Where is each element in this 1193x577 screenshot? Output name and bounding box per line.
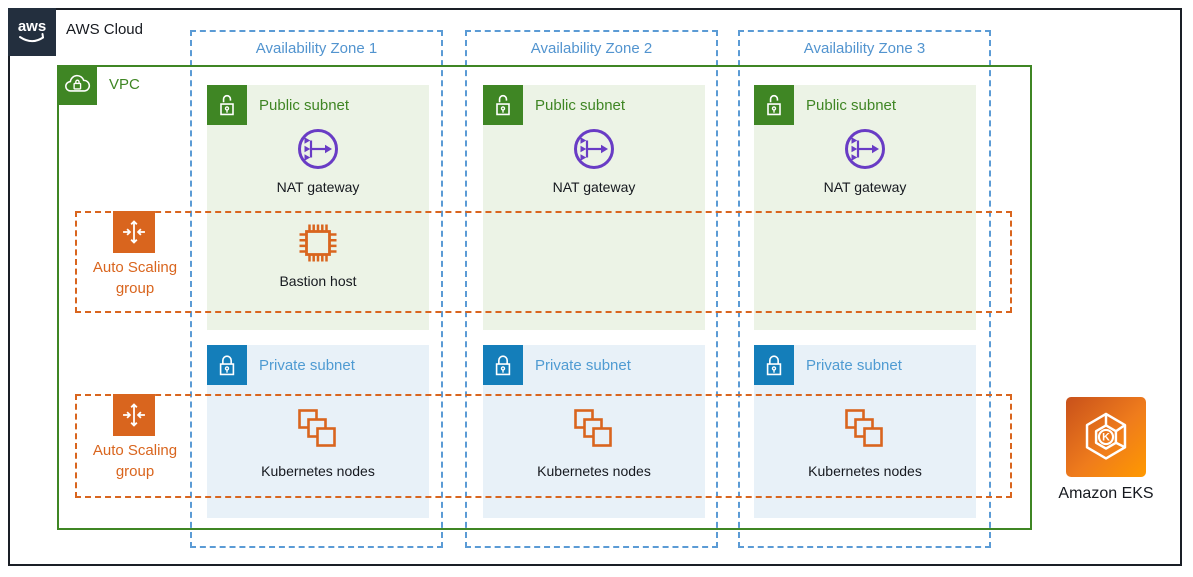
private-subnet-az3: Private subnet Kubernetes nodes	[754, 345, 976, 518]
asg2-label-line2: group	[115, 463, 155, 480]
auto-scaling-group-1-label: Auto Scaling group	[70, 257, 200, 299]
public-subnet-label: Public subnet	[259, 96, 350, 114]
private-subnet-label: Private subnet	[259, 356, 355, 374]
bastion-host-icon	[299, 224, 337, 262]
kubernetes-nodes-icon	[845, 409, 883, 447]
availability-zone-3: Availability Zone 3	[738, 30, 991, 548]
kubernetes-nodes-caption: Kubernetes nodes	[261, 463, 375, 479]
private-subnet-label: Private subnet	[535, 356, 631, 374]
availability-zone-1: Availability Zone 1	[190, 30, 443, 548]
private-subnet-az1: Private subnet Kubernetes nodes	[207, 345, 429, 518]
asg1-label-line2: group	[115, 280, 155, 297]
kubernetes-nodes-az2: Kubernetes nodes	[483, 405, 705, 479]
aws-logo-icon: aws	[8, 8, 56, 56]
public-subnet-label: Public subnet	[806, 96, 897, 114]
svg-text:aws: aws	[18, 18, 46, 35]
svg-text:K: K	[1102, 432, 1110, 444]
nat-gateway-caption: NAT gateway	[823, 179, 907, 195]
public-subnet-label: Public subnet	[535, 96, 626, 114]
nat-gateway-az1: NAT gateway	[207, 125, 429, 195]
auto-scaling-icon	[113, 394, 155, 436]
amazon-eks: K Amazon EKS	[1058, 397, 1154, 503]
kubernetes-nodes-az1: Kubernetes nodes	[207, 405, 429, 479]
vpc-box	[57, 65, 1032, 530]
nat-gateway-az2: NAT gateway	[483, 125, 705, 195]
auto-scaling-group-2-label: Auto Scaling group	[70, 440, 200, 482]
bastion-host: Bastion host	[207, 219, 429, 289]
private-subnet-az2: Private subnet Kubernetes nodes	[483, 345, 705, 518]
kubernetes-nodes-icon	[298, 409, 336, 447]
lock-open-icon	[207, 85, 247, 125]
auto-scaling-group-2-box	[75, 394, 1012, 498]
public-subnet-az2: Public subnet NAT gateway	[483, 85, 705, 330]
nat-gateway-caption: NAT gateway	[552, 179, 636, 195]
public-subnet-az1: Public subnet NAT gateway	[207, 85, 429, 330]
nat-gateway-az3: NAT gateway	[754, 125, 976, 195]
kubernetes-nodes-az3: Kubernetes nodes	[754, 405, 976, 479]
availability-zone-2: Availability Zone 2	[465, 30, 718, 548]
asg1-label-line1: Auto Scaling	[92, 259, 178, 276]
amazon-eks-label: Amazon EKS	[1058, 485, 1154, 502]
kubernetes-nodes-caption: Kubernetes nodes	[808, 463, 922, 479]
auto-scaling-group-1-box	[75, 211, 1012, 313]
lock-open-icon	[754, 85, 794, 125]
az3-label: Availability Zone 3	[803, 40, 926, 57]
bastion-host-caption: Bastion host	[279, 273, 357, 289]
vpc-cloud-lock-icon	[57, 65, 97, 105]
vpc-label: VPC	[109, 76, 140, 93]
lock-open-icon	[483, 85, 523, 125]
auto-scaling-icon	[113, 211, 155, 253]
aws-cloud-box	[8, 8, 1182, 566]
az1-label: Availability Zone 1	[255, 40, 378, 57]
private-subnet-label: Private subnet	[806, 356, 902, 374]
amazon-eks-icon: K	[1066, 397, 1146, 477]
az2-label: Availability Zone 2	[530, 40, 653, 57]
lock-closed-icon	[483, 345, 523, 385]
nat-gateway-icon	[298, 129, 338, 169]
aws-cloud-title: AWS Cloud	[66, 21, 143, 38]
nat-gateway-icon	[845, 129, 885, 169]
lock-closed-icon	[207, 345, 247, 385]
kubernetes-nodes-caption: Kubernetes nodes	[537, 463, 651, 479]
lock-closed-icon	[754, 345, 794, 385]
nat-gateway-caption: NAT gateway	[276, 179, 360, 195]
asg2-label-line1: Auto Scaling	[92, 442, 178, 459]
public-subnet-az3: Public subnet NAT gateway	[754, 85, 976, 330]
kubernetes-nodes-icon	[574, 409, 612, 447]
nat-gateway-icon	[574, 129, 614, 169]
